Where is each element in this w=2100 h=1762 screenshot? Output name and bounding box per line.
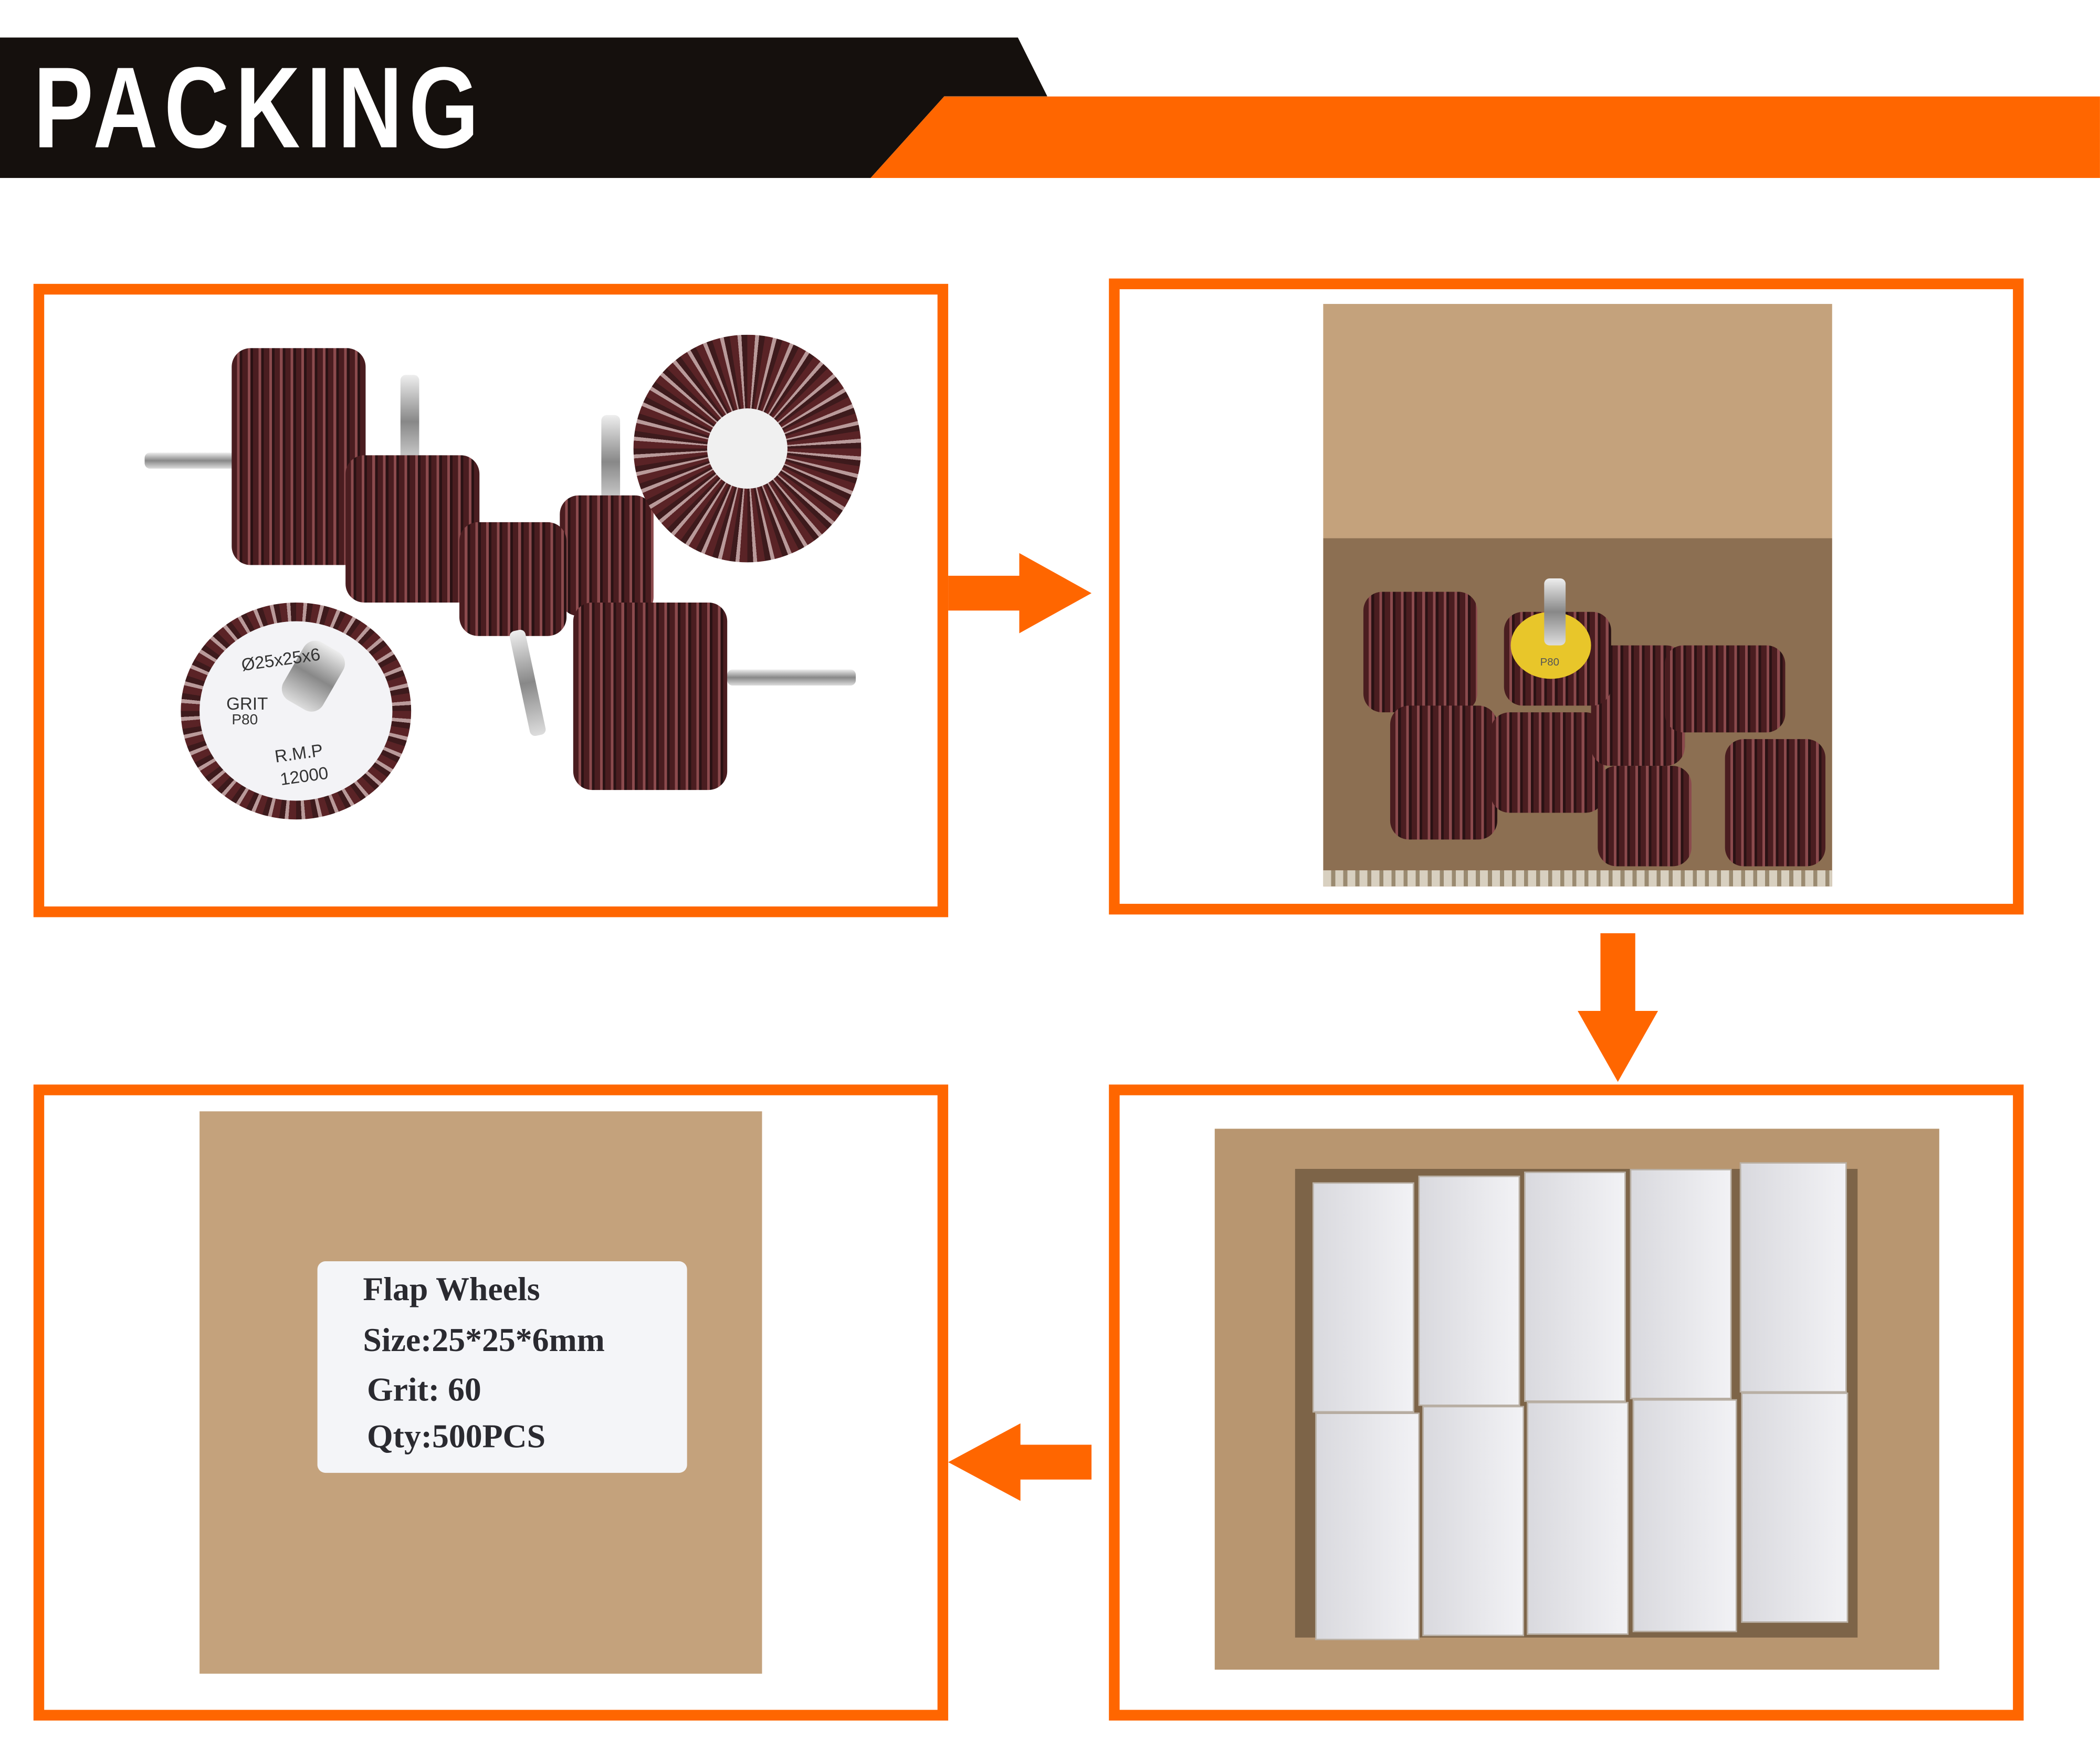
boxes-in-carton-photo (1214, 1128, 1939, 1670)
header-dark-band (0, 37, 1047, 178)
arrow-right-icon (948, 553, 1092, 634)
flap-wheels-photo: Ø25x25x6 GRIT P80 R.M.P 12000 (124, 334, 875, 830)
page-title: PACKING (33, 44, 485, 173)
header-orange-band (870, 96, 2100, 178)
label-product-name: Flap Wheels (363, 1272, 540, 1309)
label-quantity: Qty:500PCS (366, 1419, 546, 1455)
label-size: Size:25*25*6mm (363, 1323, 605, 1359)
step-1-products-panel: Ø25x25x6 GRIT P80 R.M.P 12000 (33, 283, 949, 917)
label-grit: Grit: 60 (366, 1372, 481, 1409)
wheel-grit-value: P80 (232, 712, 258, 729)
wheel-grit-label: GRIT (226, 693, 268, 714)
carton-label: Flap Wheels Size:25*25*6mm Grit: 60 Qty:… (317, 1261, 687, 1473)
yellow-wheel-grit: P80 (1540, 656, 1559, 668)
step-2-box-packing-panel: P80 (1109, 278, 2024, 915)
wheels-in-carton-photo: P80 (1323, 304, 1832, 887)
arrow-down-icon (1578, 933, 1658, 1082)
arrow-left-icon (948, 1423, 1092, 1501)
step-3-carton-panel (1109, 1084, 2024, 1721)
labeled-wheel: Ø25x25x6 GRIT P80 R.M.P 12000 (181, 602, 412, 820)
